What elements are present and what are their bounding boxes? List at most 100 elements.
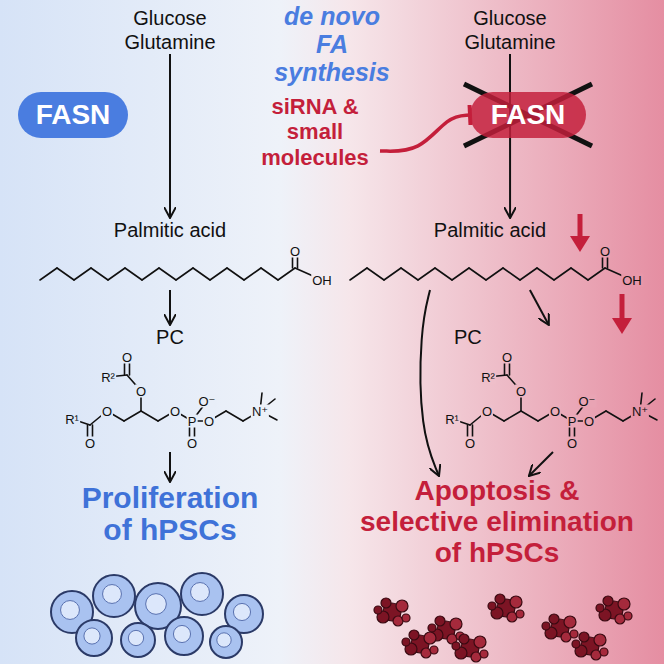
stem-cell bbox=[210, 626, 242, 658]
node-text: Glucose Glutamine bbox=[455, 6, 565, 54]
bond-line bbox=[554, 268, 571, 280]
cross-mark bbox=[464, 84, 592, 146]
metabolite-label: Palmitic acid bbox=[340, 218, 640, 290]
atom-label: O bbox=[135, 385, 147, 398]
enzyme-pill: FASN bbox=[18, 92, 128, 138]
atom-label: P bbox=[187, 415, 198, 428]
bond-line bbox=[124, 411, 141, 421]
node-text: Palmitic acid bbox=[340, 218, 640, 242]
bond-line bbox=[452, 268, 469, 280]
bond-line bbox=[469, 268, 486, 280]
metabolite-label: Palmitic acid bbox=[25, 218, 315, 290]
stem-cell bbox=[181, 573, 223, 615]
bond-line bbox=[367, 268, 384, 280]
bond-line bbox=[606, 411, 623, 421]
node-text: Glucose Glutamine bbox=[115, 6, 225, 54]
bond-line bbox=[74, 268, 91, 280]
atom-label: O⁻ bbox=[198, 395, 217, 408]
bond-line bbox=[401, 268, 418, 280]
structure-space bbox=[454, 349, 658, 452]
atom-label: O bbox=[289, 245, 301, 258]
atom-label: O bbox=[549, 405, 561, 418]
structure-space bbox=[25, 242, 315, 290]
bond-line bbox=[571, 268, 588, 280]
substrate-text: Glucose Glutamine bbox=[455, 6, 565, 54]
bond-line bbox=[227, 268, 244, 280]
stem-cell bbox=[93, 575, 135, 617]
bond-line bbox=[521, 411, 538, 421]
node-text: PC bbox=[45, 325, 295, 349]
bond-line bbox=[57, 268, 74, 280]
outcome-text: Proliferation of hPSCs bbox=[70, 482, 270, 547]
bond-line bbox=[503, 268, 520, 280]
cell-illustration bbox=[51, 573, 632, 662]
flow-arrow bbox=[169, 290, 171, 325]
atom-label: P bbox=[567, 415, 578, 428]
apoptotic-cell bbox=[452, 634, 488, 662]
apoptotic-cell bbox=[596, 596, 632, 624]
molecule-bonds bbox=[72, 357, 277, 443]
apoptotic-cell bbox=[402, 630, 438, 658]
bond-line bbox=[40, 268, 57, 280]
atom-label: O bbox=[186, 437, 198, 450]
bond-line bbox=[141, 411, 158, 421]
cross-stroke bbox=[464, 84, 592, 146]
atom-label: O bbox=[501, 351, 513, 364]
flow-arrow bbox=[169, 452, 171, 482]
flow-arrow bbox=[421, 290, 439, 476]
bond-line bbox=[91, 268, 108, 280]
bond-line bbox=[384, 268, 401, 280]
atom-label: O⁻ bbox=[578, 395, 597, 408]
bond-line bbox=[108, 268, 125, 280]
bond-line bbox=[504, 411, 521, 421]
outcome-text: Apoptosis & selective elimination of hPS… bbox=[352, 476, 642, 568]
flow-arrow bbox=[169, 54, 171, 218]
atom-label: O bbox=[84, 437, 96, 450]
molecule-bonds bbox=[40, 251, 322, 280]
bond-line bbox=[193, 268, 210, 280]
node-text: Proliferation of hPSCs bbox=[70, 482, 270, 547]
bond-line bbox=[159, 268, 176, 280]
down-arrow bbox=[570, 214, 590, 252]
atom-label: OH bbox=[621, 274, 643, 287]
bond-line bbox=[244, 268, 261, 280]
substrate-text: Glucose Glutamine bbox=[115, 6, 225, 54]
bond-line bbox=[125, 268, 142, 280]
flow-arrow bbox=[529, 452, 553, 476]
structure-space bbox=[45, 349, 295, 452]
atom-label: R² bbox=[480, 371, 496, 384]
node-text: Palmitic acid bbox=[25, 218, 315, 242]
bond-line bbox=[520, 268, 537, 280]
atom-label: O bbox=[566, 437, 578, 450]
atom-label: OH bbox=[311, 274, 333, 287]
molecule-bonds bbox=[350, 251, 632, 280]
atom-label: O bbox=[583, 415, 595, 428]
flow-arrow bbox=[530, 290, 549, 325]
apoptotic-cell bbox=[542, 614, 578, 642]
node-text: FASN bbox=[491, 101, 566, 129]
bond-line bbox=[176, 268, 193, 280]
atom-label: O bbox=[599, 245, 611, 258]
bond-line bbox=[261, 268, 278, 280]
apoptotic-cell bbox=[374, 598, 410, 626]
diagram-title: de novo FA synthesis bbox=[270, 2, 394, 86]
bond-line bbox=[210, 268, 227, 280]
bond-line bbox=[486, 268, 503, 280]
structure-space bbox=[340, 242, 640, 290]
atom-label: O bbox=[101, 405, 113, 418]
bond-line bbox=[588, 268, 605, 280]
cross-stroke bbox=[464, 84, 592, 146]
stem-cell bbox=[76, 620, 112, 656]
bond-line bbox=[278, 268, 295, 280]
atom-label: O bbox=[121, 351, 133, 364]
node-text: PC bbox=[454, 325, 658, 349]
enzyme-pill: FASN bbox=[470, 92, 586, 138]
atom-label: R² bbox=[100, 371, 116, 384]
node-text: Apoptosis & selective elimination of hPS… bbox=[352, 476, 642, 568]
atom-label: O bbox=[515, 385, 527, 398]
atom-label: R¹ bbox=[444, 413, 460, 426]
inhibitor-text: siRNA & small molecules bbox=[250, 94, 380, 170]
atom-label: N⁺ bbox=[251, 405, 269, 418]
bond-line bbox=[537, 268, 554, 280]
